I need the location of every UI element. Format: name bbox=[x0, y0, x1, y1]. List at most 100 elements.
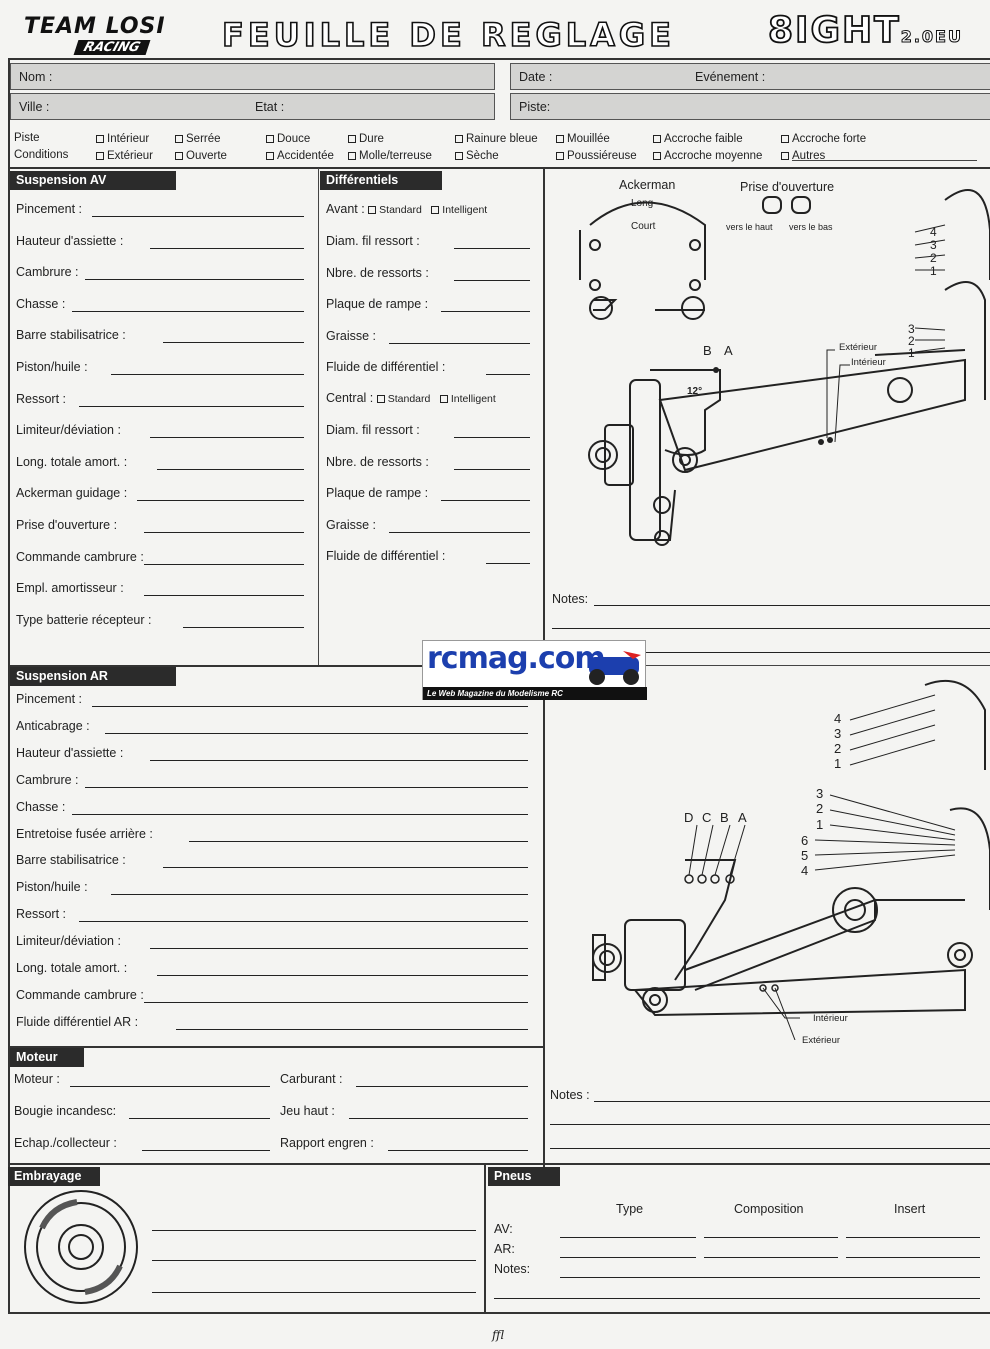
moteur-right-input[interactable] bbox=[388, 1150, 528, 1151]
central-intelligent-checkbox[interactable] bbox=[439, 395, 448, 403]
condition-row2-0[interactable]: Extérieur bbox=[96, 150, 153, 162]
moteur-right-input[interactable] bbox=[349, 1118, 528, 1119]
suspension-av-field-input[interactable] bbox=[137, 500, 304, 502]
suspension-ar-field-input[interactable] bbox=[72, 813, 528, 815]
condition-checkbox[interactable] bbox=[556, 152, 564, 160]
condition-row2-5[interactable]: Poussiéreuse bbox=[556, 150, 637, 162]
suspension-av-field-input[interactable] bbox=[78, 405, 304, 407]
central-standard-checkbox[interactable] bbox=[376, 395, 385, 403]
condition-row2-1[interactable]: Ouverte bbox=[175, 150, 227, 162]
suspension-av-field-input[interactable] bbox=[143, 563, 304, 565]
condition-checkbox[interactable] bbox=[96, 152, 104, 160]
condition-row1-6[interactable]: Accroche faible bbox=[653, 133, 743, 145]
condition-checkbox[interactable] bbox=[348, 152, 356, 160]
condition-checkbox[interactable] bbox=[781, 152, 789, 160]
diff-avant-field-input[interactable] bbox=[486, 374, 530, 376]
condition-checkbox[interactable] bbox=[455, 152, 463, 160]
condition-row2-4[interactable]: Sèche bbox=[455, 150, 499, 162]
suspension-ar-field-input[interactable] bbox=[85, 786, 528, 788]
suspension-av-field-input[interactable] bbox=[72, 310, 304, 312]
condition-checkbox[interactable] bbox=[96, 135, 104, 143]
condition-row1-4[interactable]: Rainure bleue bbox=[455, 133, 538, 145]
condition-row1-7[interactable]: Accroche forte bbox=[781, 133, 866, 145]
pneus-av-type[interactable] bbox=[560, 1237, 696, 1238]
suspension-ar-field-input[interactable] bbox=[163, 867, 528, 869]
front-notes-line-2[interactable] bbox=[552, 628, 990, 629]
suspension-av-field-input[interactable] bbox=[143, 532, 304, 533]
pneus-notes-line-1[interactable] bbox=[560, 1277, 980, 1278]
embrayage-line-3[interactable] bbox=[152, 1292, 476, 1293]
rear-notes-line-1[interactable] bbox=[594, 1101, 990, 1102]
front-notes-line-3[interactable] bbox=[552, 652, 990, 653]
moteur-field-input[interactable] bbox=[70, 1086, 270, 1087]
suspension-ar-field-input[interactable] bbox=[104, 732, 528, 734]
condition-checkbox[interactable] bbox=[556, 135, 564, 143]
diff-avant-field-input[interactable] bbox=[440, 311, 530, 313]
suspension-av-field-input[interactable] bbox=[156, 468, 304, 470]
pneus-ar-type[interactable] bbox=[560, 1257, 696, 1258]
suspension-ar-field-input[interactable] bbox=[176, 1028, 528, 1030]
moteur-right-input[interactable] bbox=[355, 1086, 528, 1087]
condition-checkbox[interactable] bbox=[266, 135, 274, 143]
condition-row1-1[interactable]: Serrée bbox=[175, 133, 221, 145]
city-field[interactable]: Ville :Etat : bbox=[10, 93, 495, 120]
suspension-ar-field-input[interactable] bbox=[150, 948, 528, 950]
suspension-av-field-input[interactable] bbox=[85, 279, 304, 281]
condition-row1-3[interactable]: Dure bbox=[348, 133, 384, 145]
pneus-notes-line-2[interactable] bbox=[494, 1298, 980, 1299]
diff-avant-field-input[interactable] bbox=[453, 279, 530, 281]
diff-central-field-input[interactable] bbox=[453, 437, 530, 438]
suspension-av-field-input[interactable] bbox=[182, 626, 304, 628]
suspension-ar-field-input[interactable] bbox=[189, 840, 528, 842]
suspension-ar-field-input[interactable] bbox=[156, 975, 528, 976]
moteur-field-input[interactable] bbox=[128, 1118, 270, 1119]
suspension-av-field-input[interactable] bbox=[91, 216, 304, 217]
moteur-field-input[interactable] bbox=[141, 1150, 270, 1151]
condition-checkbox[interactable] bbox=[781, 135, 789, 143]
condition-row2-2[interactable]: Accidentée bbox=[266, 150, 334, 162]
condition-row1-5[interactable]: Mouillée bbox=[556, 133, 610, 145]
pneus-av-composition[interactable] bbox=[704, 1237, 838, 1238]
avant-standard-checkbox[interactable] bbox=[368, 206, 377, 214]
diff-central-field-input[interactable] bbox=[486, 563, 530, 565]
diff-avant-field-input[interactable] bbox=[388, 342, 530, 344]
suspension-ar-field-input[interactable] bbox=[143, 1001, 528, 1003]
suspension-av-field-input[interactable] bbox=[163, 342, 304, 344]
condition-checkbox[interactable] bbox=[455, 135, 463, 143]
diff-central-field-input[interactable] bbox=[453, 468, 530, 470]
pneus-ar-insert[interactable] bbox=[846, 1257, 980, 1258]
embrayage-line-1[interactable] bbox=[152, 1230, 476, 1231]
condition-checkbox[interactable] bbox=[266, 152, 274, 160]
condition-checkbox[interactable] bbox=[348, 135, 356, 143]
condition-checkbox[interactable] bbox=[653, 152, 661, 160]
suspension-ar-field-input[interactable] bbox=[91, 706, 528, 707]
date-field[interactable]: Date :Evénement : bbox=[510, 63, 990, 90]
suspension-av-field-input[interactable] bbox=[143, 595, 304, 597]
condition-row2-3[interactable]: Molle/terreuse bbox=[348, 150, 432, 162]
diff-central-field-input[interactable] bbox=[388, 531, 530, 533]
rear-notes-line-2[interactable] bbox=[550, 1124, 990, 1125]
suspension-av-field-input[interactable] bbox=[150, 437, 304, 439]
condition-checkbox[interactable] bbox=[175, 152, 183, 160]
pneus-av-insert[interactable] bbox=[846, 1237, 980, 1238]
pneus-ar-composition[interactable] bbox=[704, 1257, 838, 1258]
front-notes-line-1[interactable] bbox=[594, 605, 990, 606]
suspension-av-field-input[interactable] bbox=[150, 247, 304, 249]
diff-central-field-input[interactable] bbox=[440, 500, 530, 502]
condition-checkbox[interactable] bbox=[175, 135, 183, 143]
suspension-av-field-input[interactable] bbox=[111, 374, 304, 375]
rear-notes-line-3[interactable] bbox=[550, 1148, 990, 1149]
suspension-ar-field-input[interactable] bbox=[78, 921, 528, 923]
suspension-ar-field-input[interactable] bbox=[111, 894, 528, 896]
diff-avant-field-input[interactable] bbox=[453, 248, 530, 249]
suspension-ar-field-input[interactable] bbox=[150, 759, 528, 761]
condition-row1-2[interactable]: Douce bbox=[266, 133, 310, 145]
track-field[interactable]: Piste: bbox=[510, 93, 990, 120]
embrayage-line-2[interactable] bbox=[152, 1260, 476, 1261]
condition-row1-0[interactable]: Intérieur bbox=[96, 133, 149, 145]
condition-checkbox[interactable] bbox=[653, 135, 661, 143]
avant-intelligent-checkbox[interactable] bbox=[431, 206, 440, 214]
name-field[interactable]: Nom : bbox=[10, 63, 495, 90]
condition-row2-7[interactable]: Autres bbox=[781, 150, 825, 162]
condition-row2-6[interactable]: Accroche moyenne bbox=[653, 150, 762, 162]
